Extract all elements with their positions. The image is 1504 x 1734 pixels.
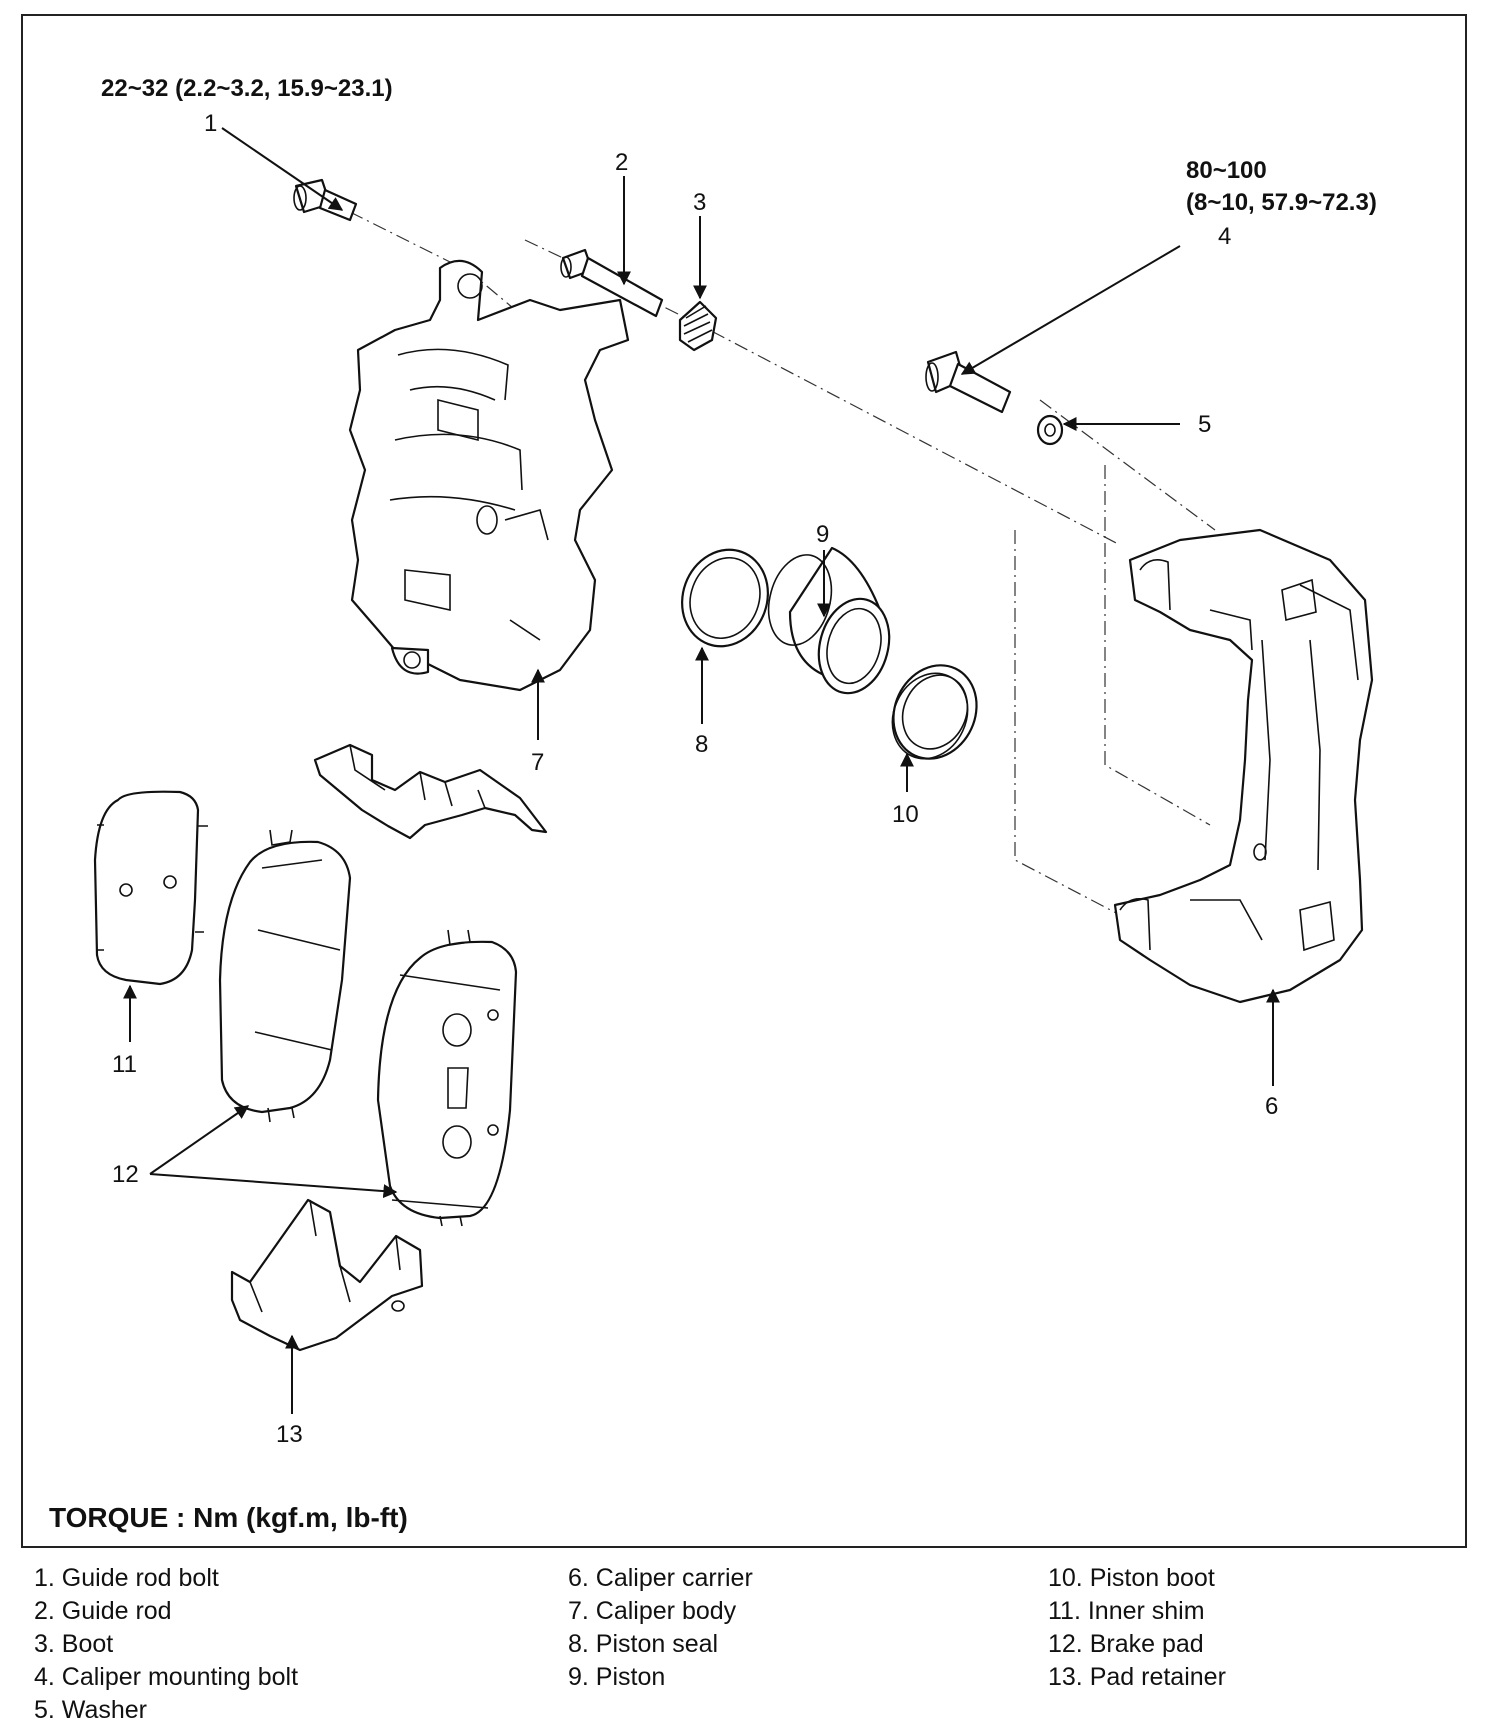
callout-7: 7	[531, 749, 544, 776]
brake-pad-rear	[376, 929, 518, 1227]
centerline-carrier	[1104, 465, 1211, 826]
torque-units-title: TORQUE : Nm (kgf.m, lb-ft)	[49, 1502, 408, 1533]
leader-12a	[149, 1105, 250, 1175]
piston-seal	[681, 548, 769, 648]
legend-item: 4. Caliper mounting bolt	[34, 1663, 299, 1691]
legend-item: 8. Piston seal	[568, 1630, 719, 1658]
callout-9: 9	[816, 521, 829, 548]
piston-boot	[891, 664, 978, 760]
callout-6: 6	[1265, 1093, 1278, 1120]
legend-item: 12. Brake pad	[1048, 1630, 1204, 1658]
legend-item: 6. Caliper carrier	[568, 1564, 753, 1592]
callout-3: 3	[693, 189, 706, 216]
callout-13: 13	[276, 1421, 303, 1448]
centerline-mount-bolt	[1039, 399, 1216, 531]
callout-4: 4	[1218, 223, 1231, 250]
centerline-guide-bolt	[349, 211, 526, 319]
legend-item: 11. Inner shim	[1048, 1597, 1205, 1625]
anti-rattle-spring	[313, 743, 548, 840]
torque-spec-mount-bolt-line2: (8~10, 57.9~72.3)	[1186, 189, 1377, 216]
leader-12b	[149, 1173, 398, 1199]
callout-8: 8	[695, 731, 708, 758]
caliper-mounting-bolt	[925, 350, 1012, 414]
boot	[678, 300, 718, 352]
callout-5: 5	[1198, 411, 1211, 438]
legend-item: 3. Boot	[34, 1630, 114, 1658]
callout-1: 1	[204, 110, 217, 137]
legend-item: 13. Pad retainer	[1048, 1663, 1226, 1691]
centerline-carrier-lower	[1014, 530, 1121, 916]
washer	[1036, 414, 1064, 446]
leader-1	[221, 127, 344, 211]
leader-4	[960, 245, 1181, 375]
legend-item: 5. Washer	[34, 1696, 148, 1724]
caliper-carrier	[1113, 528, 1374, 1004]
caliper-body	[348, 259, 630, 692]
legend-column-1: 1. Guide rod bolt 2. Guide rod 3. Boot 4…	[34, 1562, 298, 1727]
inner-shim	[93, 790, 208, 986]
callout-12: 12	[112, 1161, 139, 1188]
callout-11: 11	[112, 1051, 137, 1078]
guide-rod	[560, 248, 664, 318]
brake-pad-front	[218, 829, 352, 1123]
guide-rod-bolt	[293, 178, 358, 222]
legend-item: 1. Guide rod bolt	[34, 1564, 219, 1592]
pad-retainer	[230, 1198, 424, 1352]
legend-item: 9. Piston	[568, 1663, 666, 1691]
legend-item: 2. Guide rod	[34, 1597, 172, 1625]
legend-column-2: 6. Caliper carrier 7. Caliper body 8. Pi…	[568, 1562, 753, 1694]
torque-spec-guide-bolt: 22~32 (2.2~3.2, 15.9~23.1)	[101, 75, 393, 102]
torque-spec-mount-bolt-line1: 80~100	[1186, 157, 1267, 184]
legend-column-3: 10. Piston boot 11. Inner shim 12. Brake…	[1048, 1562, 1226, 1694]
legend-item: 7. Caliper body	[568, 1597, 737, 1625]
diagram-frame	[21, 14, 1467, 1548]
piston	[767, 546, 891, 695]
callout-10: 10	[892, 801, 919, 828]
callout-2: 2	[615, 149, 628, 176]
legend-item: 10. Piston boot	[1048, 1564, 1215, 1592]
